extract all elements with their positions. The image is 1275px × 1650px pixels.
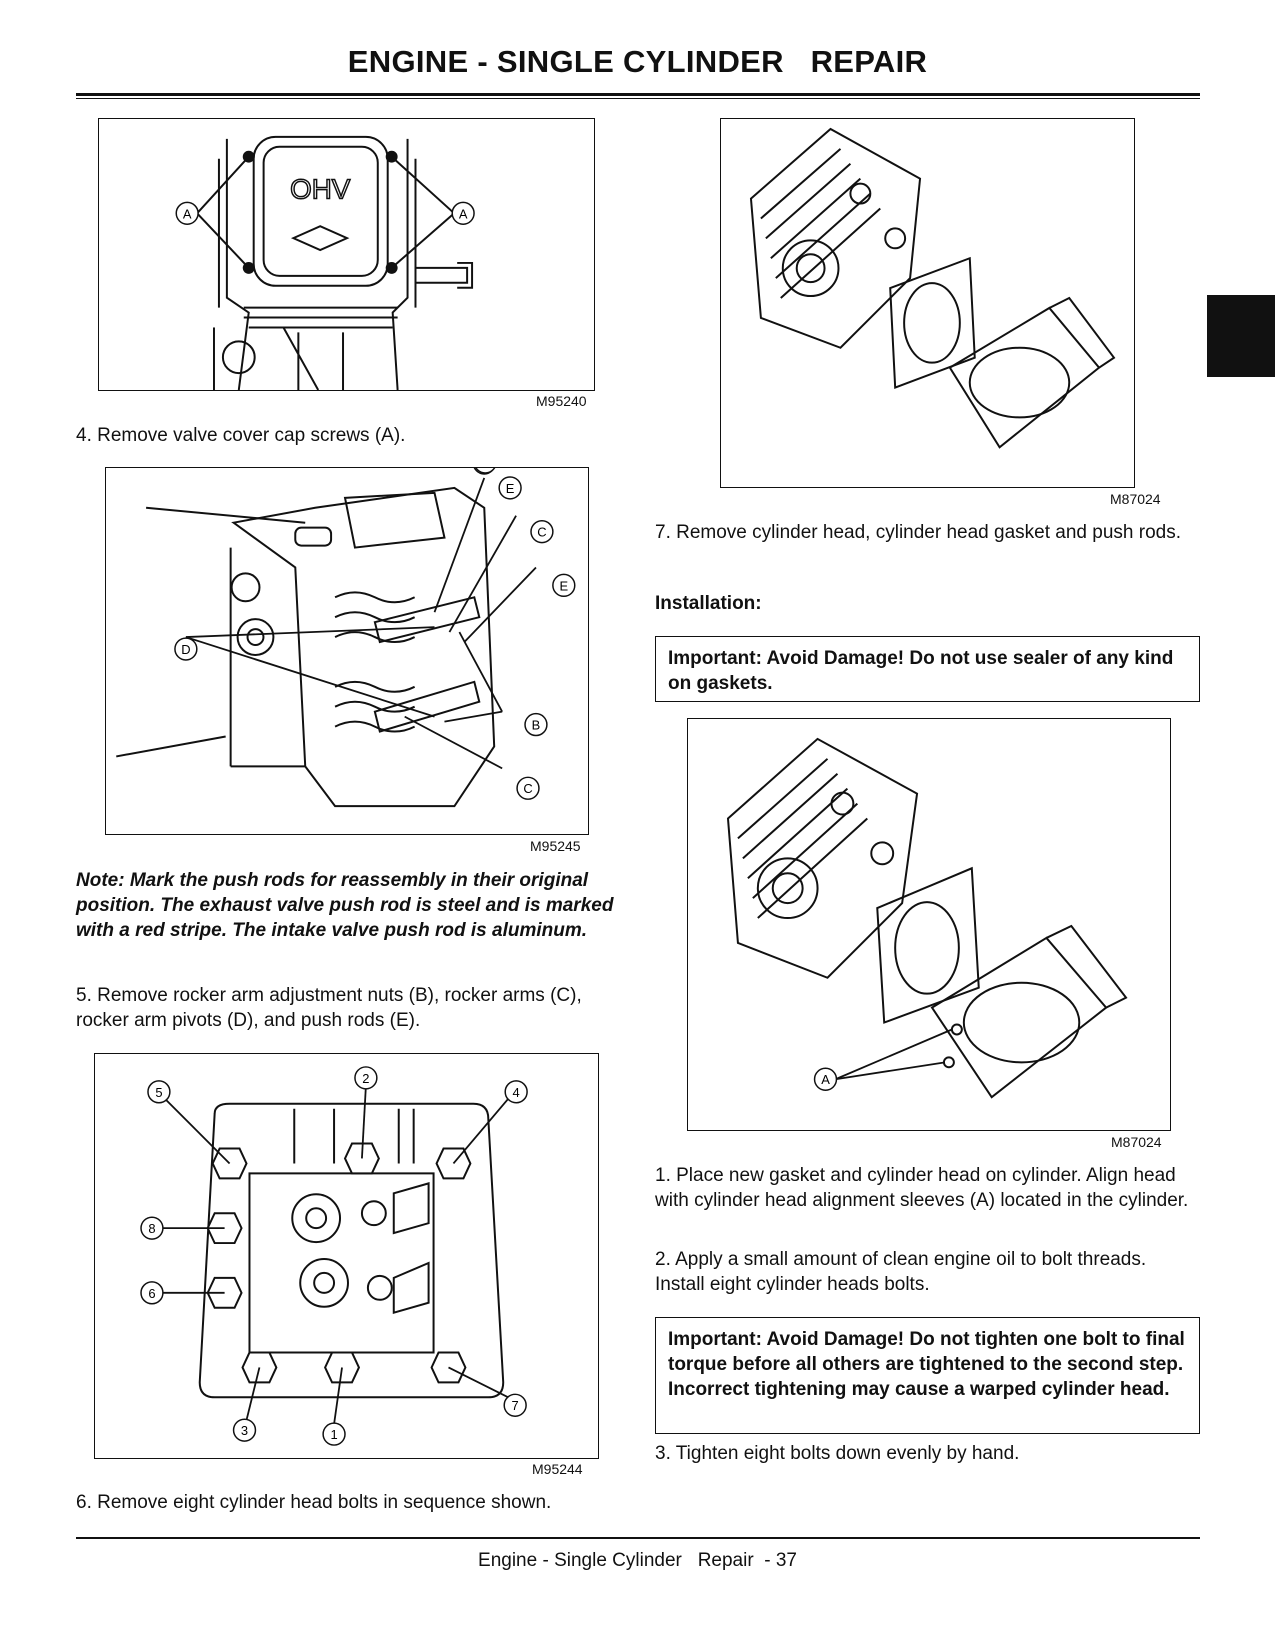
page-footer: Engine - Single Cylinder Repair - 37 [478,1550,797,1571]
figure-code-m95244: M95244 [532,1461,583,1477]
important-notice-torque: Important: Avoid Damage! Do not tighten … [655,1317,1200,1434]
footer-rule [76,1537,1200,1539]
callout-8: 8 [148,1221,155,1236]
important-notice-sealer: Important: Avoid Damage! Do not use seal… [655,636,1200,702]
install-step-1-text: 1. Place new gasket and cylinder head on… [655,1165,1189,1211]
callout-1: 1 [330,1427,337,1442]
callout-3: 3 [241,1423,248,1438]
callout-b: B [532,718,541,733]
callout-d: D [181,642,190,657]
figure-code-m95240: M95240 [536,393,587,409]
figure-bolt-sequence: 5 2 4 8 6 3 1 7 [94,1053,599,1459]
callout-4: 4 [513,1085,520,1100]
figure-cylinder-head-removal [720,118,1135,488]
figure-cylinder-head-installation: A [687,718,1171,1131]
figure-valve-cover: OHV A A [98,118,595,391]
callout-7: 7 [512,1398,519,1413]
step-7-text: 7. Remove cylinder head, cylinder head g… [655,522,1181,543]
callout-c-bottom: C [523,781,532,796]
install-step-2-text: 2. Apply a small amount of clean engine … [655,1249,1147,1295]
push-rod-note: Note: Mark the push rods for reassembly … [76,870,614,941]
callout-a-left: A [183,206,192,221]
cylinder-head-alignment-illustration: A [726,737,1128,1099]
figure-code-m87024-bottom: M87024 [1111,1134,1162,1150]
header-rule [76,93,1200,99]
install-step-3-text: 3. Tighten eight bolts down evenly by ha… [655,1443,1020,1464]
section-tab-marker [1207,295,1275,377]
callout-a-right: A [459,206,468,221]
callout-5: 5 [155,1085,162,1100]
callout-6: 6 [148,1286,155,1301]
figure-code-m87024-top: M87024 [1110,491,1161,507]
rocker-arms-illustration: E C E D B C [116,468,576,808]
ohv-label: OHV [290,173,351,204]
step-6-text: 6. Remove eight cylinder head bolts in s… [76,1492,552,1513]
figure-code-m95245: M95245 [530,838,581,854]
step-5-text: 5. Remove rocker arm adjustment nuts (B)… [76,985,582,1031]
callout-c-top: C [537,525,546,540]
callout-e-top: E [506,481,515,496]
cylinder-head-exploded-illustration [749,127,1116,449]
figure-rocker-arms: E C E D B C [105,467,589,835]
page-title: ENGINE - SINGLE CYLINDER REPAIR [347,44,928,79]
bolt-sequence-illustration: 5 2 4 8 6 3 1 7 [140,1066,528,1446]
callout-2: 2 [362,1071,369,1086]
valve-cover-illustration: OHV A A [175,135,475,390]
step-4-text: 4. Remove valve cover cap screws (A). [76,425,406,446]
callout-a-sleeves: A [821,1072,830,1087]
installation-heading: Installation: [655,593,762,614]
callout-e-right: E [560,578,569,593]
